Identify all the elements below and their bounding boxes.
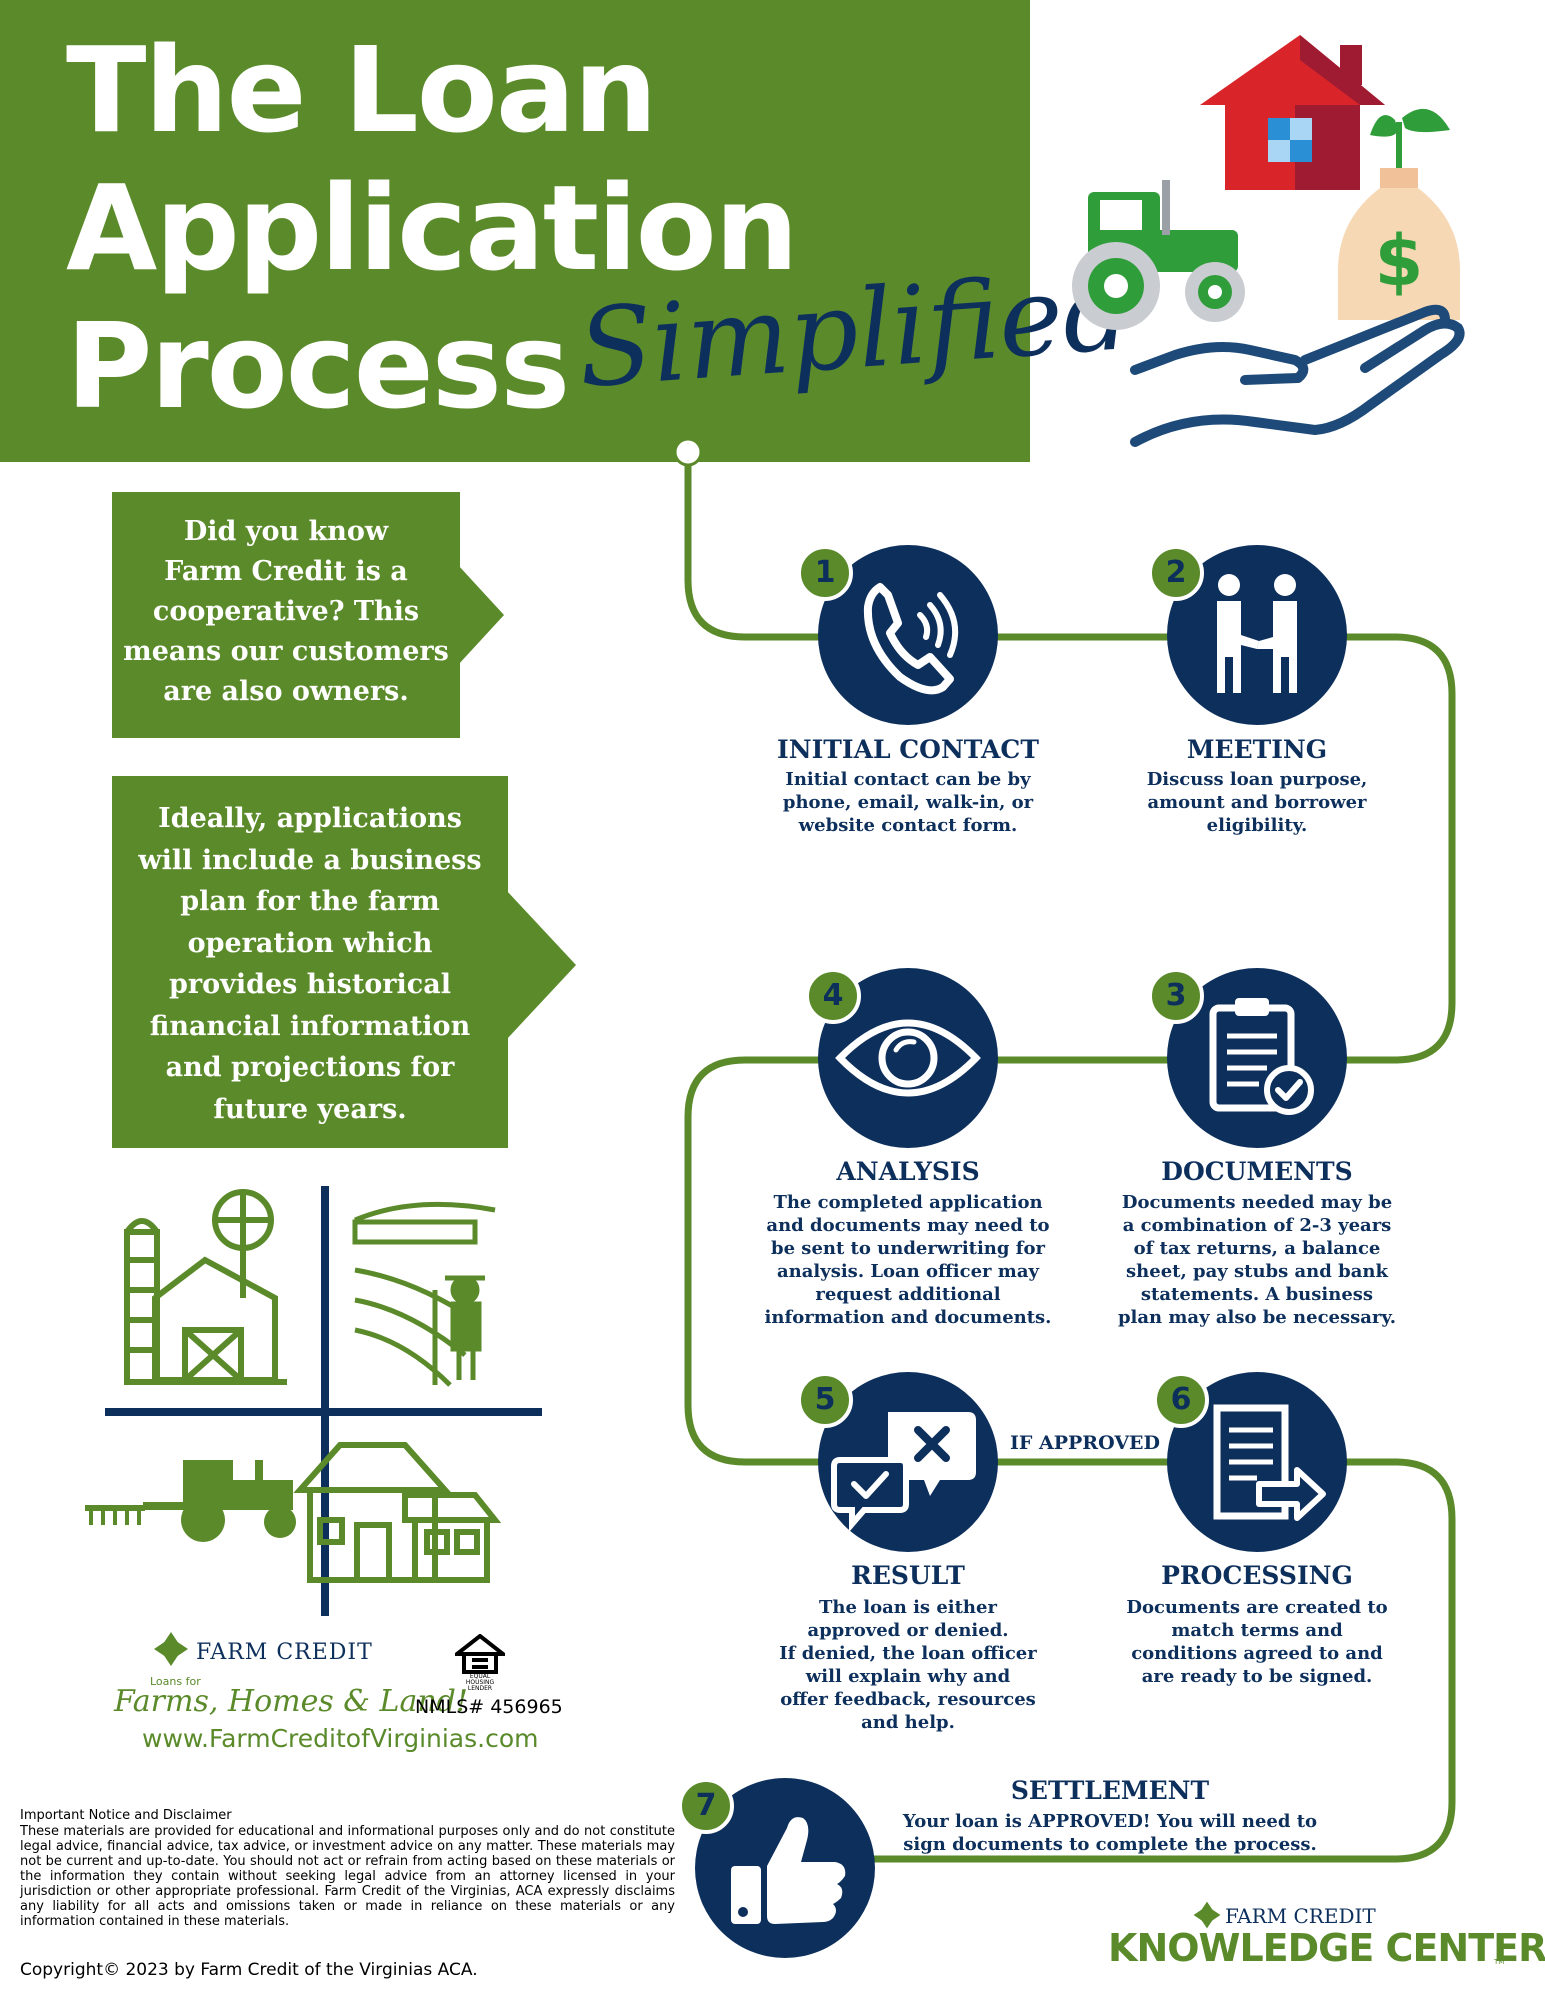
step-6-number: 6 [1153, 1372, 1209, 1428]
cooperative-callout: Did you know Farm Credit is a cooperativ… [112, 492, 460, 738]
clipboard-check-icon [1209, 998, 1314, 1115]
business-plan-callout-arrow [506, 890, 576, 1040]
business-plan-callout: Ideally, applications will include a bus… [112, 776, 508, 1148]
nmls-number: NMLS# 456965 [415, 1696, 563, 1718]
knowledge-center-tm: TM [1494, 1958, 1505, 1966]
step-2-number: 2 [1148, 545, 1204, 601]
barn-silo-icon [124, 1189, 287, 1385]
step-6-description: Documents are created to match terms and… [1126, 1597, 1388, 1687]
step-3-title: DOCUMENTS [1161, 1157, 1353, 1186]
disclaimer-body: These materials are provided for educati… [20, 1824, 675, 1929]
step-3-circle [1167, 968, 1347, 1148]
title-line-1: The Loan [66, 21, 657, 159]
tagline-small: Loans for [150, 1675, 201, 1688]
step-2-circle [1167, 545, 1347, 725]
step-5-circle [818, 1372, 998, 1552]
website-link[interactable]: www.FarmCreditofVirginias.com [142, 1724, 539, 1753]
open-hand-icon [1130, 304, 1465, 447]
thumbs-up-icon [731, 1817, 846, 1924]
phone-icon [863, 583, 959, 695]
step-7-description: Your loan is APPROVED! You will need to … [902, 1811, 1318, 1855]
step-4-description: The completed application and documents … [764, 1192, 1052, 1328]
svg-text:$: $ [1375, 220, 1424, 302]
cooperative-callout-arrow [458, 565, 504, 665]
equal-housing-text: EQUAL HOUSING LENDER [465, 1673, 495, 1692]
title-line-3: Process [66, 297, 570, 435]
equal-housing-icon [455, 1634, 505, 1674]
step-6-title: PROCESSING [1161, 1561, 1353, 1590]
header-illustration: $ [1072, 35, 1465, 447]
step-3-number: 3 [1148, 968, 1204, 1024]
step-5-number: 5 [797, 1372, 853, 1428]
step-4-title: ANALYSIS [836, 1157, 980, 1186]
knowledge-center-leaf-icon [1193, 1901, 1221, 1929]
chat-check-x-icon [831, 1412, 976, 1533]
step-5-description: The loan is either approved or denied. I… [779, 1597, 1037, 1733]
step-2-description: Discuss loan purpose, amount and borrowe… [1146, 769, 1368, 836]
farm-credit-logo-text: FARM CREDIT [196, 1640, 373, 1665]
path-start-dot [673, 437, 703, 467]
farm-credit-leaf-icon [154, 1632, 188, 1666]
farmer-field-icon [352, 1201, 496, 1387]
farmhouse-icon [293, 1442, 502, 1583]
cooperative-callout-text: Did you know Farm Credit is a cooperativ… [123, 516, 449, 707]
copyright: Copyright© 2023 by Farm Credit of the Vi… [20, 1960, 478, 1980]
step-3-description: Documents needed may be a combination of… [1117, 1192, 1397, 1328]
step-1-description: Initial contact can be by phone, email, … [782, 769, 1034, 836]
step-5-title: RESULT [851, 1561, 965, 1590]
if-approved-label: IF APPROVED [1010, 1432, 1161, 1454]
step-1-number: 1 [797, 545, 853, 601]
document-arrow-icon [1213, 1404, 1326, 1521]
title-line-2: Application [66, 159, 799, 297]
disclaimer-heading: Important Notice and Disclaimer [20, 1808, 232, 1823]
house-icon [1200, 35, 1385, 190]
step-2-title: MEETING [1186, 735, 1328, 764]
step-7-number: 7 [678, 1778, 734, 1834]
tagline: Farms, Homes & Land! [114, 1684, 468, 1719]
money-plant-icon: $ [1338, 108, 1460, 320]
eye-icon [835, 1019, 981, 1097]
step-1-title: INITIAL CONTACT [777, 735, 1039, 764]
tractor-icon [1072, 180, 1245, 330]
knowledge-center-brand: FARM CREDIT [1225, 1904, 1376, 1928]
title-banner: The Loan Application Process Simplified [0, 0, 1136, 462]
farm-quadrant-illustration [85, 1186, 542, 1616]
step-4-number: 4 [805, 968, 861, 1024]
farm-tractor-icon [85, 1460, 296, 1542]
business-plan-callout-text: Ideally, applications will include a bus… [138, 803, 482, 1125]
step-7-title: SETTLEMENT [1010, 1776, 1210, 1805]
knowledge-center-title: KNOWLEDGE CENTER [1108, 1926, 1545, 1970]
handshake-icon [1217, 574, 1297, 693]
